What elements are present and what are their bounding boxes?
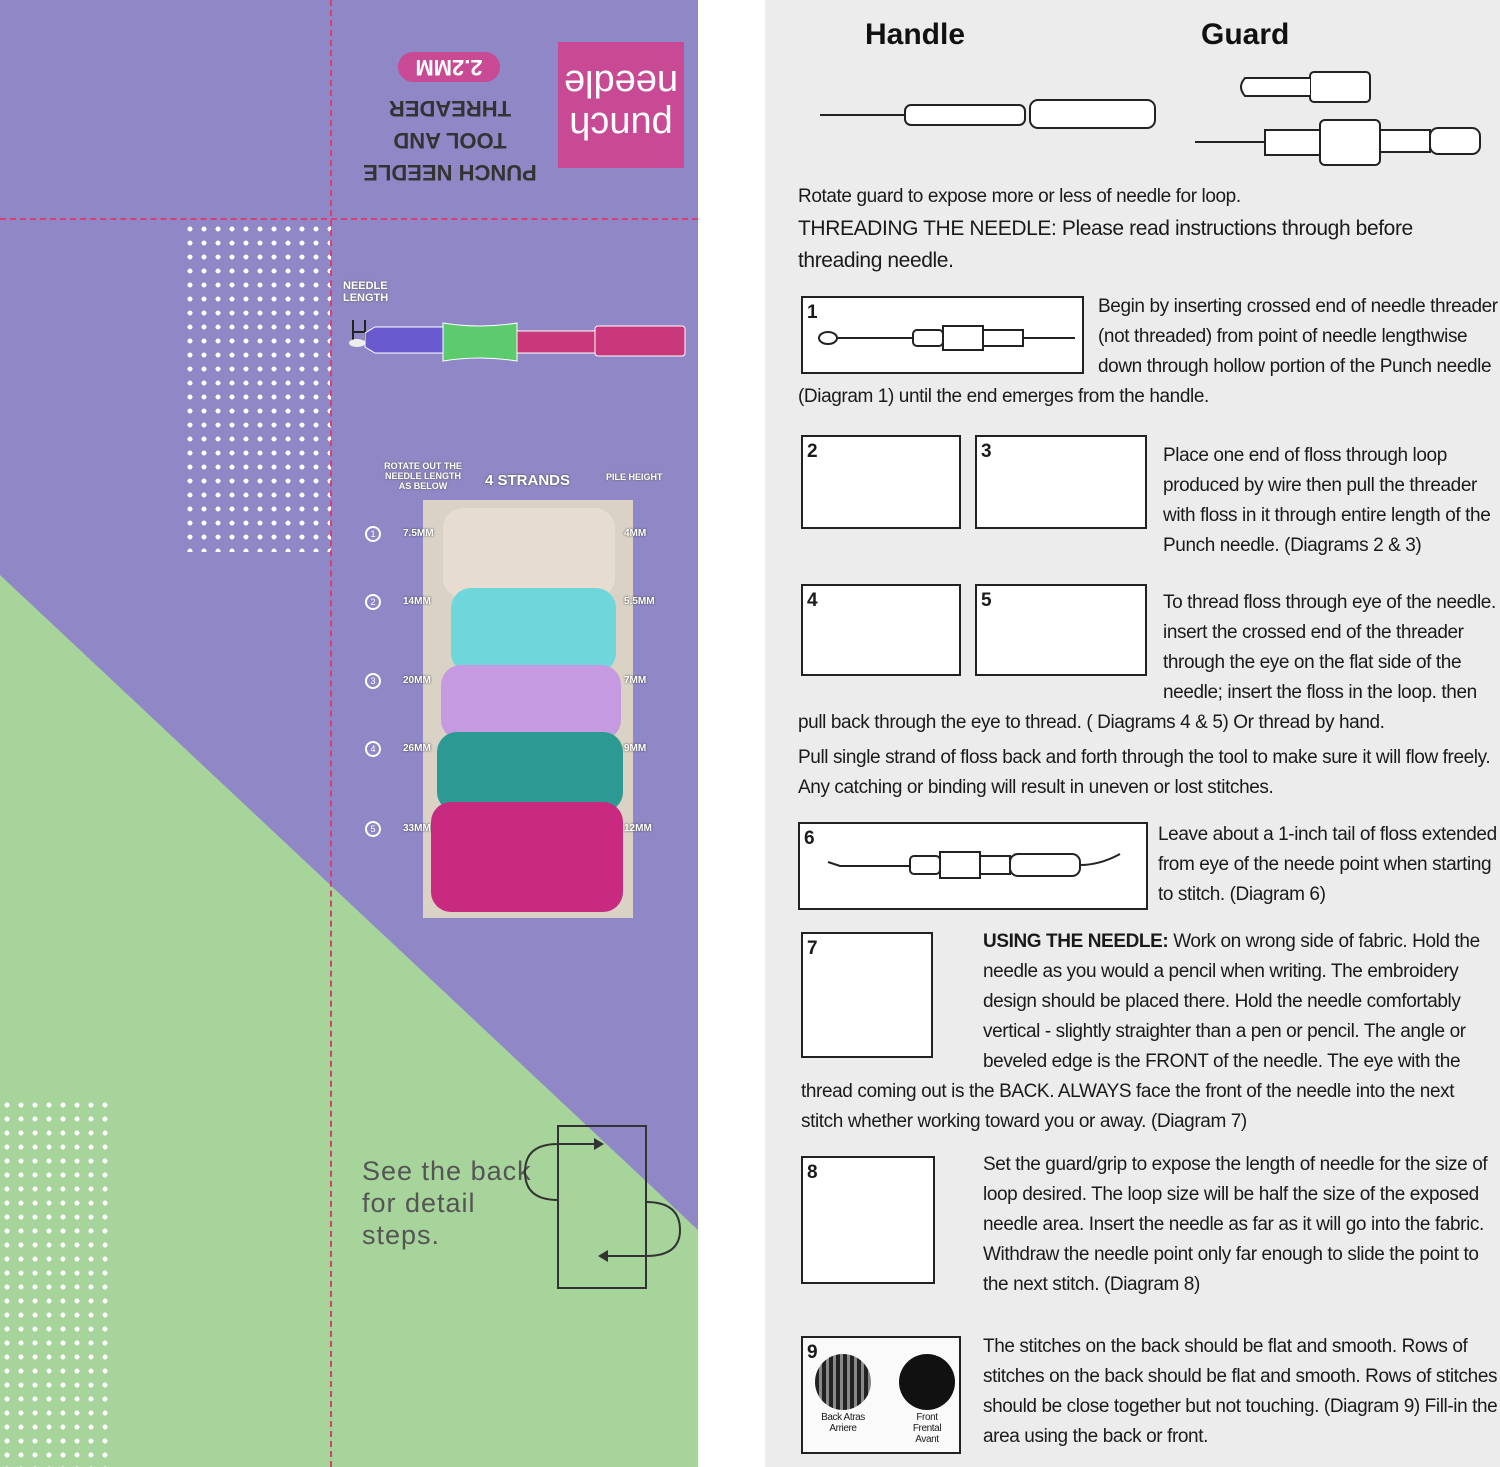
step-text: The stitches on the back should be flat …: [983, 1336, 1498, 1447]
green-diagonal-area: [0, 575, 698, 1467]
front-panel: punch needle 2.2MM PUNCH NEEDLE TOOL AND…: [0, 0, 698, 1467]
diagram-number: 4: [807, 590, 818, 611]
front-label: Front Frental Avant: [912, 1412, 942, 1445]
diagram-6: 6: [798, 822, 1148, 910]
yarn-sample-4: [437, 732, 623, 812]
dot-pattern: [0, 1098, 112, 1467]
step-6: 7 USING THE NEEDLE: Work on wrong side o…: [801, 927, 1498, 1137]
pile-height-value: 5.5MM: [624, 596, 655, 607]
step-text: Leave about a 1-inch tail of floss exten…: [1158, 824, 1497, 905]
pile-height-value: 4MM: [624, 528, 647, 539]
stitch-back-sample: [815, 1354, 871, 1410]
diagram-9: 9 Back Atras Arriere Front Frental Avant: [801, 1336, 961, 1454]
diagram-number: 2: [807, 441, 818, 462]
step-7: 8 Set the guard/grip to expose the lengt…: [801, 1150, 1498, 1300]
row-number: 2: [365, 594, 381, 610]
handle-guard-diagram: [820, 71, 1481, 166]
cut-line: [330, 0, 332, 1467]
row-number: 1: [365, 526, 381, 542]
threading-heading: THREADING THE NEEDLE: Please read instru…: [798, 217, 1413, 272]
pile-height-value: 7MM: [624, 675, 647, 686]
diagram-number: 8: [807, 1162, 818, 1183]
size-badge: 2.2MM: [398, 52, 500, 82]
step-text: Place one end of floss through loop prod…: [1163, 445, 1491, 556]
needle-length-value: 26MM: [403, 743, 431, 754]
instructions-panel: Handle Guard Rotate guard to expose more…: [765, 0, 1500, 1467]
diagram-4: 4: [801, 584, 961, 676]
yarn-sample-2: [451, 588, 616, 673]
rotate-label: ROTATE OUT THE NEEDLE LENGTH AS BELOW: [384, 461, 462, 491]
diagram-number: 1: [807, 302, 818, 323]
step-8: 9 Back Atras Arriere Front Frental Avant…: [801, 1332, 1498, 1458]
pile-height-value: 9MM: [624, 743, 647, 754]
diagram-number: 5: [981, 590, 992, 611]
pile-height-value: 12MM: [624, 823, 652, 834]
step-3: 4 5 To thread floss through eye of the n…: [798, 584, 1498, 738]
yarn-sample-board: [423, 500, 633, 918]
needle-length-value: 7.5MM: [403, 528, 434, 539]
row-number: 4: [365, 741, 381, 757]
tool-title: PUNCH NEEDLE TOOL AND THREADER: [363, 96, 537, 185]
dot-pattern: [183, 222, 331, 552]
diagram-5: 5: [975, 584, 1147, 676]
row-number: 3: [365, 673, 381, 689]
diagram-7: 7: [801, 932, 933, 1058]
diagram-number: 9: [807, 1342, 818, 1363]
step-text: Begin by inserting crossed end of needle…: [798, 296, 1498, 407]
step-text: Work on wrong side of fabric. Hold the n…: [801, 931, 1480, 1132]
punch-needle-icon: [349, 320, 686, 362]
stitch-front-sample: [899, 1354, 955, 1410]
step-1: 1 Begin by inserting crossed end of need…: [798, 292, 1498, 412]
cut-line: [0, 218, 698, 220]
diagram-number: 6: [804, 828, 815, 849]
yarn-sample-5: [431, 802, 623, 912]
step-5: 6 Leave about a 1-inch tail of floss ext…: [798, 820, 1498, 914]
row-number: 5: [365, 821, 381, 837]
needle-length-value: 20MM: [403, 675, 431, 686]
needle-length-value: 33MM: [403, 823, 431, 834]
yarn-sample-1: [443, 508, 615, 598]
see-back-note: See the back for detail steps.: [362, 1156, 532, 1250]
guard-label: Guard: [1201, 18, 1290, 51]
step-4: Pull single strand of floss back and for…: [798, 747, 1491, 798]
diagram-2: 2: [801, 435, 961, 529]
yarn-sample-3: [441, 665, 621, 740]
diagram-1: 1: [801, 296, 1084, 374]
diagram-8: 8: [801, 1156, 935, 1284]
diagram-3: 3: [975, 435, 1147, 529]
flip-page-icon: [523, 1125, 682, 1289]
brand-label-box: punch needle: [558, 42, 684, 168]
step-text: To thread floss through eye of the needl…: [798, 592, 1496, 733]
intro-text: Rotate guard to expose more or less of n…: [798, 186, 1241, 207]
needle-length-value: 14MM: [403, 596, 431, 607]
pile-height-label: PILE HEIGHT: [606, 472, 663, 482]
diagram-number: 3: [981, 441, 992, 462]
step-text: Set the guard/grip to expose the length …: [983, 1154, 1488, 1295]
diagram-number: 7: [807, 938, 818, 959]
needle-length-label: NEEDLE LENGTH: [343, 280, 389, 304]
back-label: Back Atras Arriere: [821, 1412, 865, 1434]
step-2: 2 3 Place one end of floss through loop …: [798, 435, 1498, 561]
step-heading: USING THE NEEDLE:: [983, 931, 1169, 952]
strands-label: 4 STRANDS: [485, 472, 571, 489]
handle-label: Handle: [865, 18, 966, 51]
brand-label: punch needle: [563, 62, 679, 146]
